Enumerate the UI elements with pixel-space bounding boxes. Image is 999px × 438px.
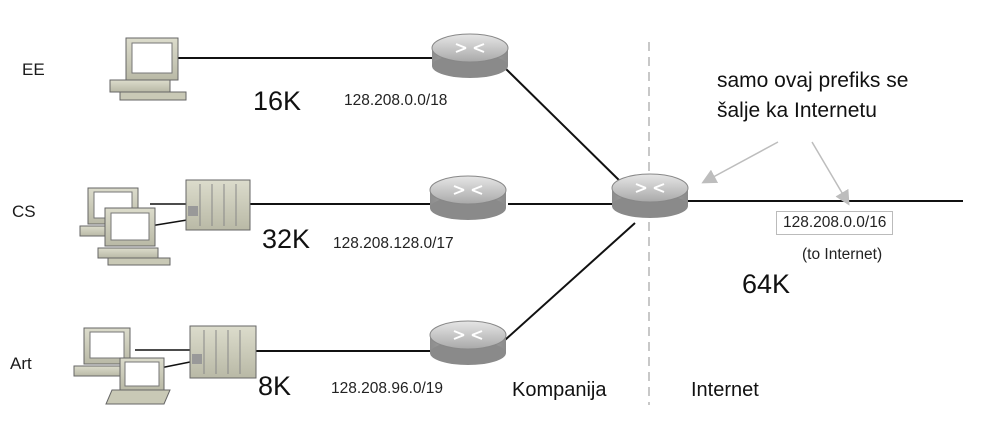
art-computer-icon — [73, 327, 171, 405]
cs-server-rack-icon — [185, 179, 251, 231]
internet-size-label: 64K — [742, 269, 791, 299]
note-arrow-router — [701, 141, 779, 184]
size-label-ee: 16K — [253, 86, 302, 116]
link-art-core — [504, 222, 636, 341]
cs-router-icon — [429, 175, 507, 220]
link-art-pc2 — [159, 361, 191, 369]
art-server-rack-icon — [189, 325, 257, 379]
region-label-company: Kompanija — [512, 379, 607, 401]
size-label-art: 8K — [258, 371, 292, 401]
internet-caption: (to Internet) — [802, 246, 883, 263]
note-line-2: šalje ka Internetu — [717, 99, 877, 122]
note-line-1: samo ovaj prefiks se — [717, 69, 909, 92]
link-ee-core — [504, 67, 626, 187]
prefix-label-ee: 128.208.0.0/18 — [344, 92, 448, 109]
links — [135, 57, 963, 369]
edge-router-icon — [611, 173, 689, 218]
ee-router-icon — [431, 33, 509, 78]
link-cs-pc2 — [149, 219, 188, 227]
prefix-label-art: 128.208.96.0/19 — [331, 380, 444, 397]
art-router-icon — [429, 320, 507, 365]
advertisement-note: samo ovaj prefiks se šalje ka Internetu — [717, 66, 977, 126]
size-label-cs: 32K — [262, 224, 311, 254]
dept-label-ee: EE — [22, 60, 45, 79]
dept-label-cs: CS — [12, 202, 36, 221]
region-label-internet: Internet — [691, 379, 759, 401]
dept-label-art: Art — [10, 354, 32, 373]
prefix-label-cs: 128.208.128.0/17 — [333, 235, 454, 252]
internet-prefix-box: 128.208.0.0/16 — [776, 211, 894, 235]
cs-computer-icon — [79, 187, 171, 266]
note-arrow-prefix — [811, 141, 850, 206]
ee-computer-icon — [109, 37, 187, 101]
